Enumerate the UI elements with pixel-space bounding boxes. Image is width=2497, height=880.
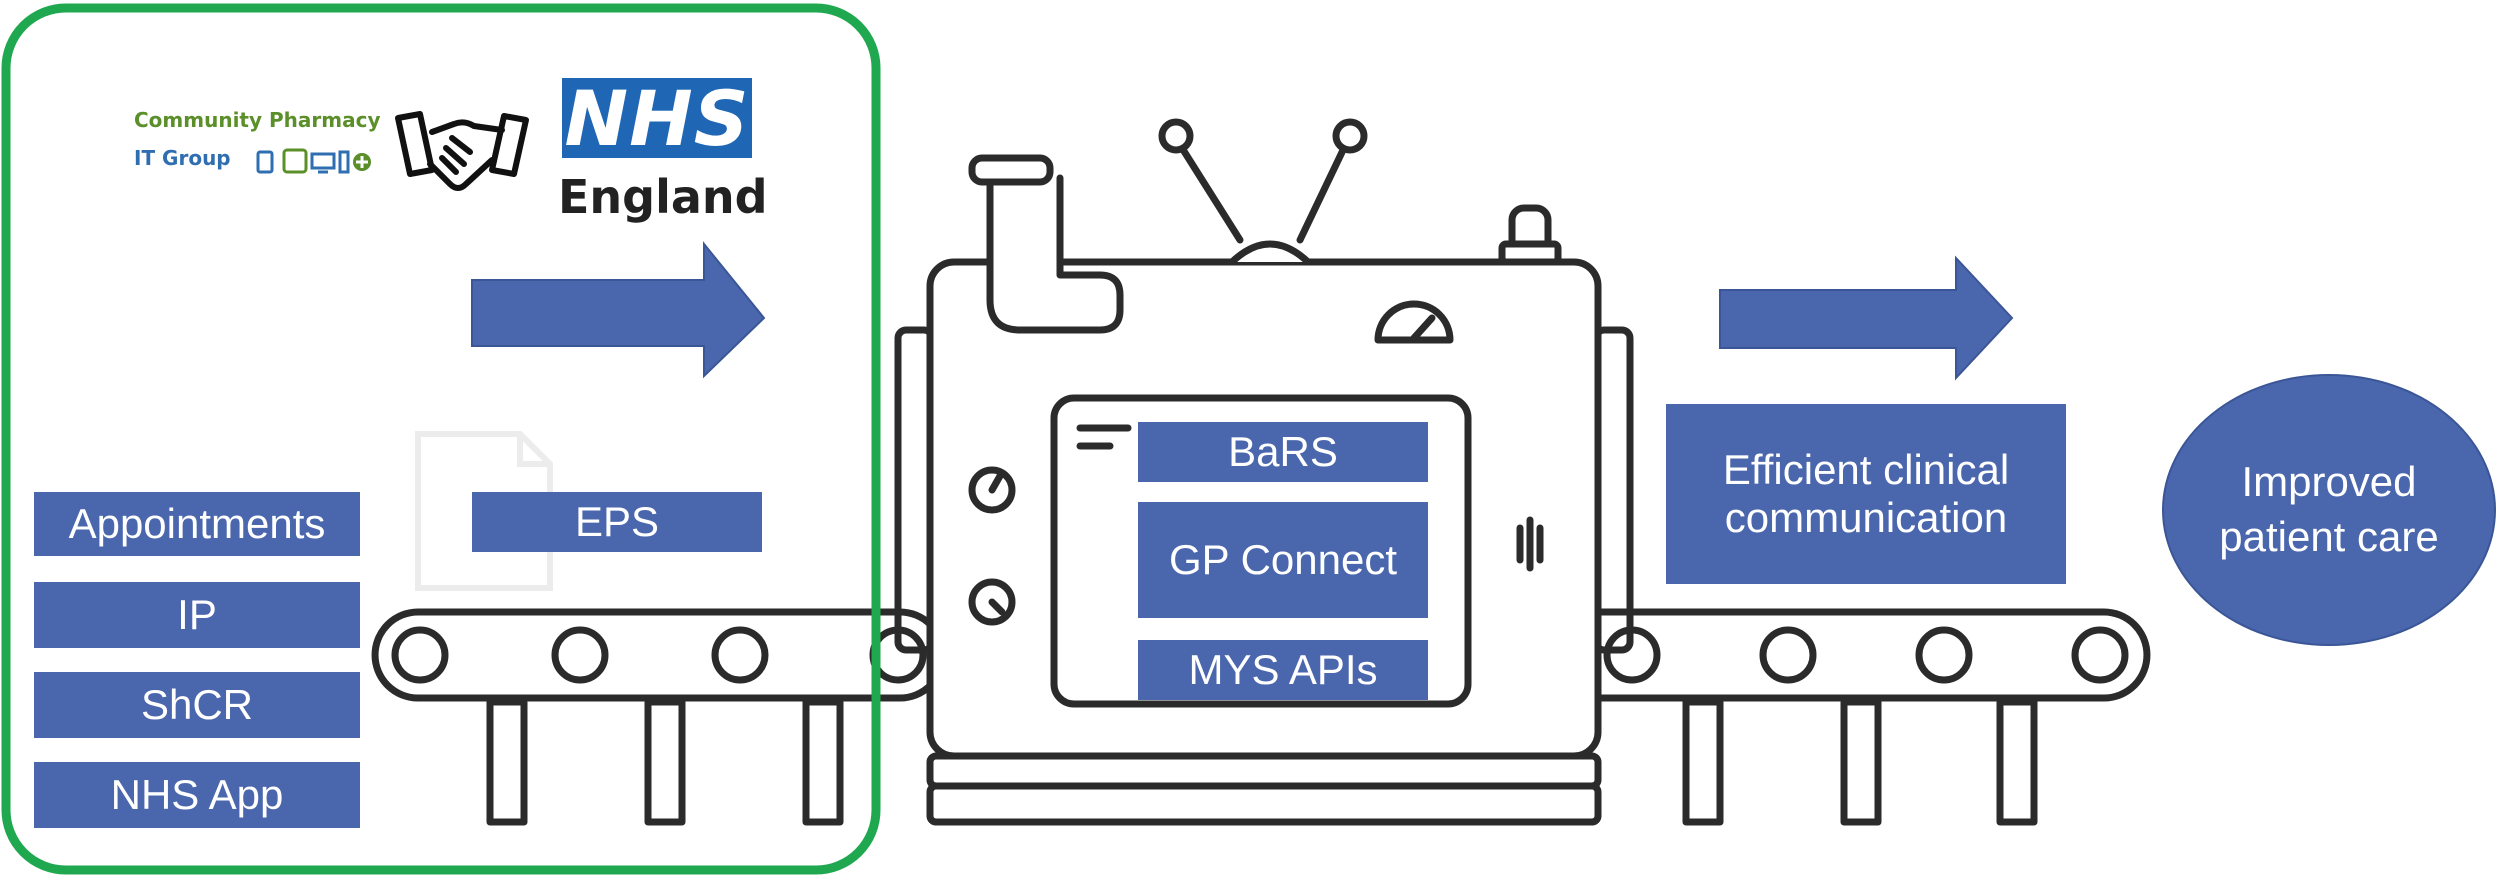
ip-box: IP bbox=[34, 582, 360, 648]
arrow-right-icon bbox=[471, 241, 766, 379]
nhs-app-box: NHS App bbox=[34, 762, 360, 828]
community-pharmacy-logo-text: Community Pharmacy bbox=[134, 108, 381, 132]
eps-box: EPS bbox=[472, 492, 762, 552]
right-conveyor-belt bbox=[1545, 608, 2151, 702]
partnership-frame bbox=[1, 3, 881, 875]
nhs-england-text: England bbox=[558, 170, 768, 224]
gp-connect-box: GP Connect bbox=[1138, 502, 1428, 618]
pharmacy-icons bbox=[256, 148, 371, 174]
left-conveyor-belt bbox=[371, 608, 947, 702]
improved-patient-care-circle: Improved patient care bbox=[2162, 374, 2496, 646]
shcr-box: ShCR bbox=[34, 672, 360, 738]
it-group-logo-text: IT Group bbox=[134, 146, 231, 170]
appointments-box: Appointments bbox=[34, 492, 360, 556]
nhs-logo-badge: NHS bbox=[562, 74, 752, 163]
efficient-communication-box: Efficient clinical communication bbox=[1666, 404, 2066, 584]
bars-box: BaRS bbox=[1138, 422, 1428, 482]
handshake-icon bbox=[395, 111, 529, 191]
mys-apis-box: MYS APIs bbox=[1138, 640, 1428, 700]
arrow-right-icon bbox=[1719, 255, 2014, 381]
chimney-pipe bbox=[986, 174, 1124, 334]
